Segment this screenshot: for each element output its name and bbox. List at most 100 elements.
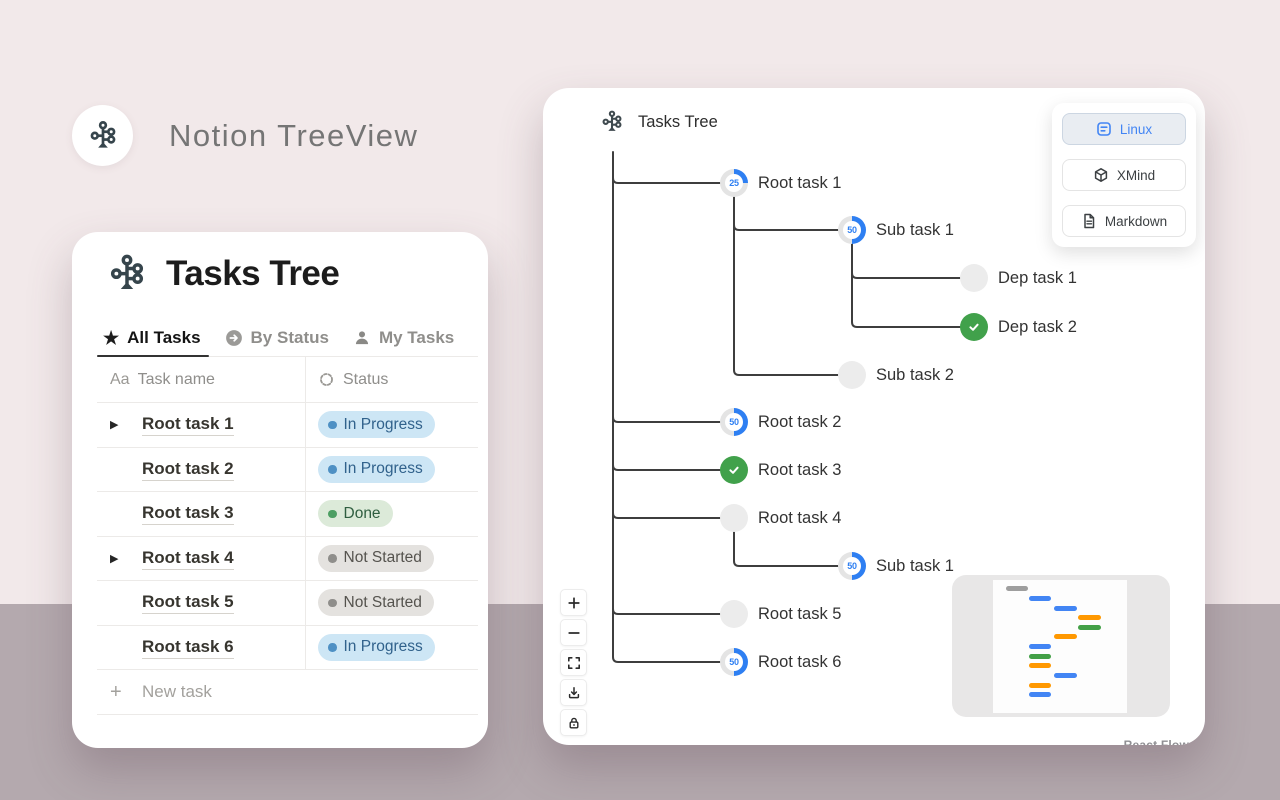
download-icon <box>568 686 579 698</box>
brand: Notion TreeView <box>72 105 418 166</box>
lock-button[interactable] <box>560 709 587 736</box>
tree-icon <box>90 120 115 148</box>
tree-node[interactable]: 50 Root task 2 <box>720 408 841 436</box>
task-name-link[interactable]: Root task 6 <box>142 636 234 659</box>
check-icon <box>729 466 739 474</box>
tree-icon <box>602 110 622 131</box>
column-status[interactable]: Status <box>305 357 478 402</box>
zoom-out-button[interactable] <box>560 619 587 646</box>
status-cell[interactable]: Done <box>305 492 478 536</box>
table-row[interactable]: Root task 3 Done <box>97 492 478 537</box>
task-name-cell[interactable]: ▶ Root task 4 <box>97 537 305 581</box>
tree-node-label: Sub task 1 <box>876 556 954 575</box>
progress-value: 50 <box>729 657 739 667</box>
minimap[interactable] <box>952 575 1170 717</box>
new-task-row[interactable]: + New task <box>97 670 478 715</box>
minimap-viewport <box>993 580 1127 713</box>
tab-all-tasks[interactable]: ★ All Tasks <box>97 320 209 357</box>
tree-node[interactable]: Root task 5 <box>720 600 841 628</box>
title-property-icon: Aa <box>110 370 130 388</box>
minimap-node-bar <box>1054 606 1077 611</box>
task-name-link[interactable]: Root task 4 <box>142 547 234 570</box>
tree-node[interactable]: Dep task 1 <box>960 264 1077 292</box>
zoom-in-button[interactable] <box>560 589 587 616</box>
expand-arrow-icon[interactable]: ▶ <box>110 419 119 432</box>
tree-node-label: Dep task 2 <box>998 317 1077 336</box>
progress-ring-badge: 50 <box>838 216 866 244</box>
minimap-node-bar <box>1029 692 1051 697</box>
table-row[interactable]: ▶ Root task 1 In Progress <box>97 403 478 448</box>
status-pill[interactable]: Not Started <box>318 589 434 617</box>
task-name-cell[interactable]: Root task 5 <box>97 581 305 625</box>
cube-icon <box>1094 168 1108 182</box>
tree-node[interactable]: Root task 4 <box>720 504 841 532</box>
table-row[interactable]: Root task 6 In Progress <box>97 625 478 670</box>
tree-root-node[interactable]: Tasks Tree <box>599 109 718 135</box>
list-document-icon <box>1097 122 1111 136</box>
tree-node-label: Root task 2 <box>758 412 842 431</box>
table-row[interactable]: Root task 5 Not Started <box>97 581 478 626</box>
status-pill[interactable]: In Progress <box>318 633 435 661</box>
tree-node[interactable]: Sub task 2 <box>838 361 954 389</box>
column-task-name[interactable]: Aa Task name <box>97 357 305 402</box>
tree-node-label: Sub task 2 <box>876 365 954 384</box>
status-dot-icon <box>328 554 337 563</box>
person-icon <box>353 329 371 347</box>
status-label: In Progress <box>343 460 423 478</box>
task-name-link[interactable]: Root task 1 <box>142 413 234 437</box>
tasks-table: Aa Task name Status ▶ Root task 1 In Progr… <box>97 357 478 715</box>
star-icon: ★ <box>103 328 120 348</box>
task-name-cell[interactable]: ▶ Root task 1 <box>97 403 305 447</box>
minimap-node-bar <box>1029 654 1051 659</box>
tree-node[interactable]: 50 Root task 6 <box>720 648 841 676</box>
minimap-node-bar <box>1029 663 1051 668</box>
task-name-cell[interactable]: Root task 3 <box>97 492 305 536</box>
minimap-node-bar <box>1078 615 1101 620</box>
status-cell[interactable]: In Progress <box>305 625 478 669</box>
task-name-link[interactable]: Root task 3 <box>142 502 234 526</box>
tree-node-label: Root task 5 <box>758 604 842 623</box>
tree-node[interactable]: 50 Sub task 1 <box>838 216 954 244</box>
export-markdown-button[interactable]: Markdown <box>1062 205 1186 237</box>
status-pill[interactable]: Done <box>318 500 393 528</box>
status-cell[interactable]: Not Started <box>305 536 478 580</box>
table-row[interactable]: Root task 2 In Progress <box>97 447 478 492</box>
status-cell[interactable]: In Progress <box>305 447 478 491</box>
export-linux-button[interactable]: Linux <box>1062 113 1186 145</box>
export-button-label: XMind <box>1116 167 1156 183</box>
export-panel: Linux XMind Markdown <box>1052 103 1196 247</box>
status-cell[interactable]: Not Started <box>305 581 478 625</box>
progress-ring-badge: 50 <box>720 648 748 676</box>
progress-value: 50 <box>729 417 739 427</box>
status-label: In Progress <box>343 415 423 433</box>
fit-view-button[interactable] <box>560 649 587 676</box>
tree-node-label: Root task 4 <box>758 508 842 527</box>
tree-node[interactable]: Dep task 2 <box>960 313 1077 341</box>
export-xmind-button[interactable]: XMind <box>1062 159 1186 191</box>
progress-ring-badge: 25 <box>720 169 748 197</box>
fit-view-icon <box>567 656 580 669</box>
table-header: Aa Task name Status <box>97 357 478 403</box>
new-task-label: New task <box>142 682 212 701</box>
task-name-cell[interactable]: Root task 2 <box>97 448 305 492</box>
task-name-link[interactable]: Root task 5 <box>142 591 234 615</box>
task-name-link[interactable]: Root task 2 <box>142 458 234 481</box>
tree-root-label: Tasks Tree <box>638 112 718 131</box>
download-button[interactable] <box>560 679 587 706</box>
tree-node-label: Sub task 1 <box>876 220 954 239</box>
status-dot-icon <box>328 420 337 429</box>
status-pill[interactable]: Not Started <box>318 544 434 572</box>
status-pill[interactable]: In Progress <box>318 455 435 483</box>
tree-icon <box>110 254 144 290</box>
tree-node-label: Root task 6 <box>758 652 842 671</box>
task-name-cell[interactable]: Root task 6 <box>97 626 305 670</box>
table-row[interactable]: ▶ Root task 4 Not Started <box>97 536 478 581</box>
status-cell[interactable]: In Progress <box>305 403 478 447</box>
expand-arrow-icon[interactable]: ▶ <box>110 552 119 565</box>
tab-by-status[interactable]: By Status <box>225 320 329 356</box>
tree-node[interactable]: Root task 3 <box>720 456 841 484</box>
status-pill[interactable]: In Progress <box>318 411 435 439</box>
tab-my-tasks[interactable]: My Tasks <box>353 320 454 356</box>
